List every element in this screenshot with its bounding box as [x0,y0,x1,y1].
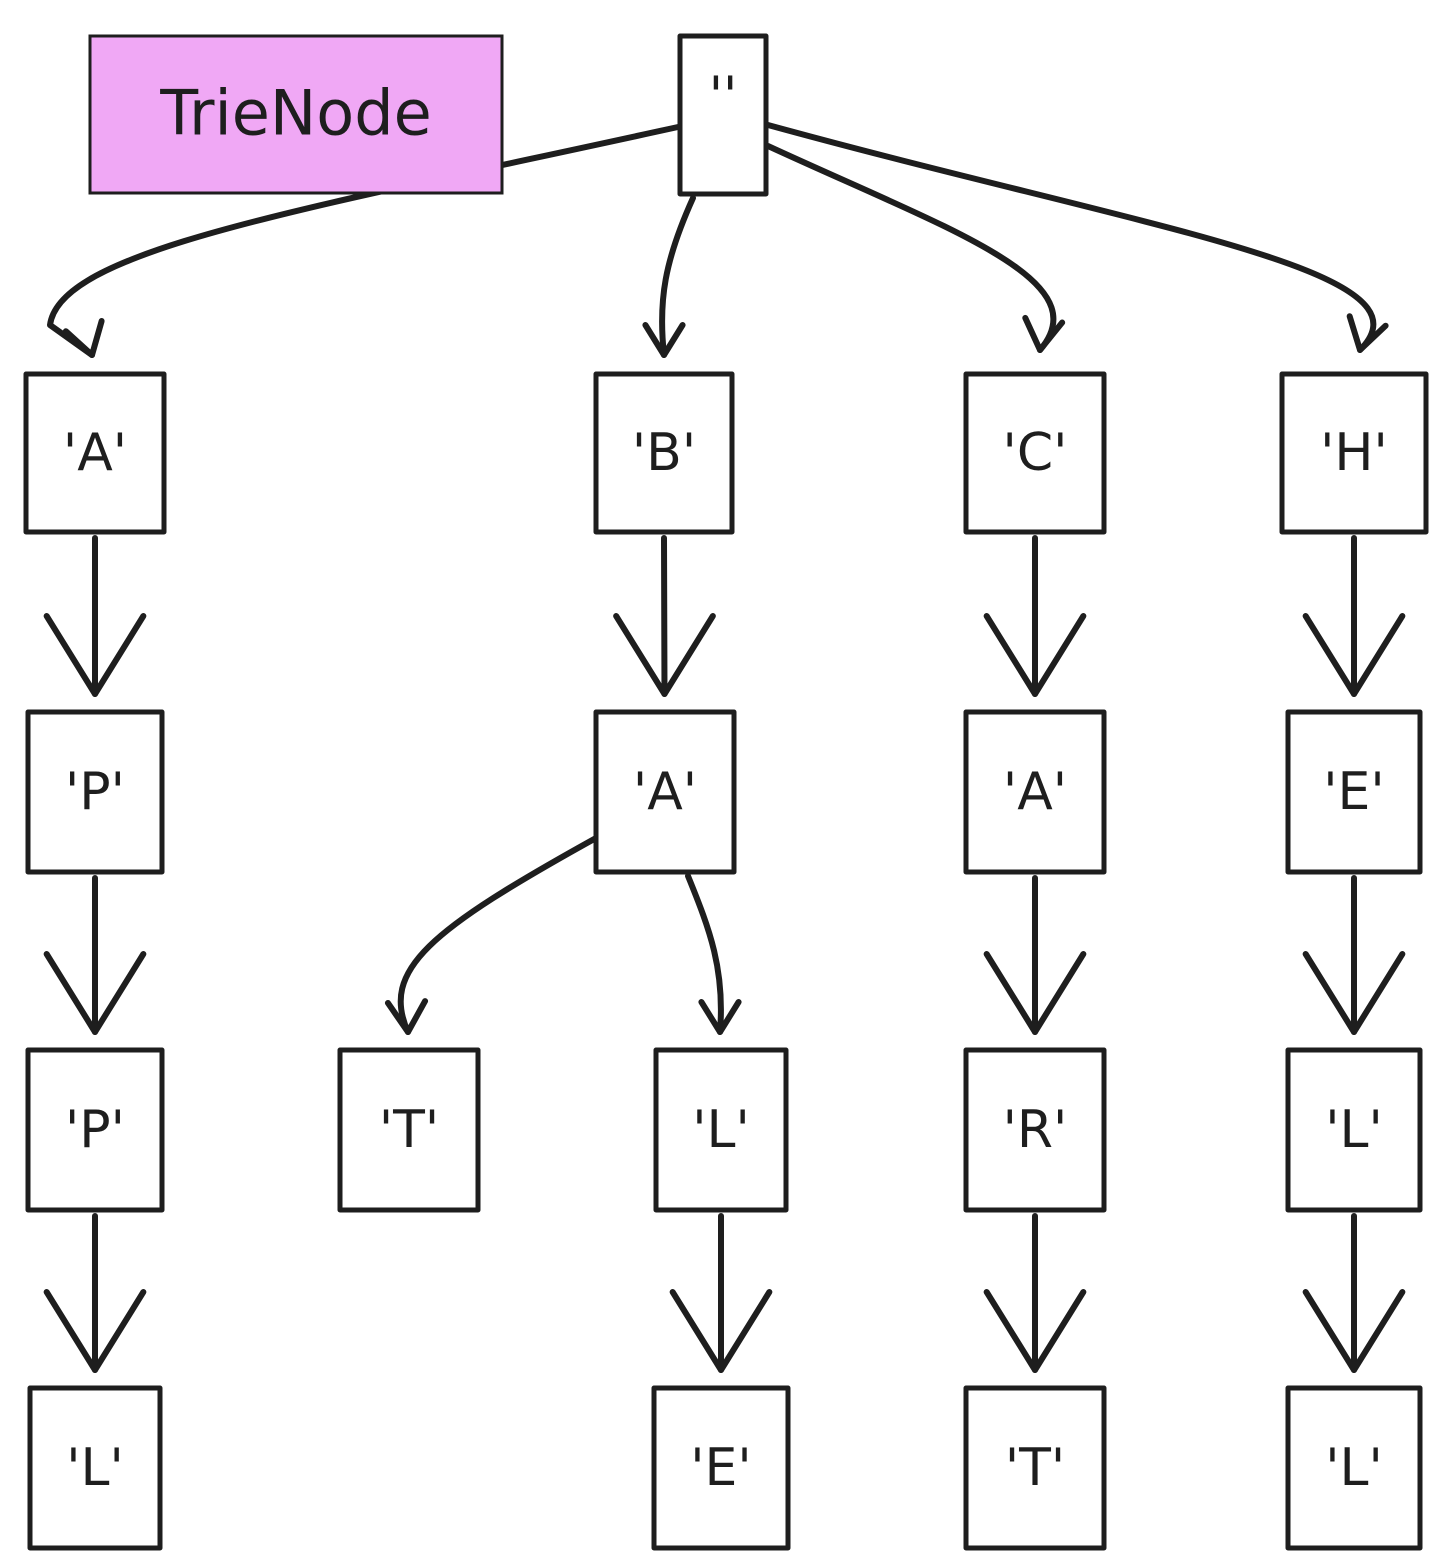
node-label: 'C' [1003,423,1068,483]
trie-node-l2: 'L' [1285,1047,1423,1213]
node-box [1285,709,1423,875]
node-box [337,1047,481,1213]
node-box [25,709,165,875]
node-box [1279,371,1429,535]
node-box [963,371,1107,535]
arrowhead-root-b1 [642,322,686,358]
node-label: 'T' [379,1100,439,1160]
edge-root-c1 [765,143,1057,353]
trie-node-root: '' [677,33,769,197]
arrowhead-l1-e2 [669,1289,773,1373]
node-label: 'L' [1325,1438,1383,1498]
trie-node-e1: 'E' [1285,709,1423,875]
node-box [1285,1047,1423,1213]
edge-root-a1 [47,124,681,358]
edges-layer [43,122,1406,1373]
trie-node-p1: 'P' [25,709,165,875]
trie-node-l4: 'L' [1285,1385,1423,1551]
node-label: 'P' [65,1100,125,1160]
node-label: 'A' [1003,762,1067,822]
arrowhead-root-h1 [1346,313,1389,353]
node-box [23,371,167,535]
node-label: 'B' [632,423,696,483]
trie-node-l1: 'L' [653,1047,789,1213]
node-box [963,1385,1107,1551]
node-label: 'T' [1005,1438,1065,1498]
node-box [1285,1385,1423,1551]
node-label: 'L' [66,1438,124,1498]
node-label: 'P' [65,762,125,822]
node-box [651,1385,791,1551]
node-label: 'H' [1320,423,1388,483]
trie-node-a2: 'A' [593,709,737,875]
arrowhead-p1-p2 [43,951,147,1035]
node-box [27,1385,163,1551]
trie-node-t1: 'T' [337,1047,481,1213]
arrowhead-root-c1 [1022,314,1066,353]
edge-root-h1 [765,122,1377,353]
node-box [653,1047,789,1213]
trie-node-a1: 'A' [23,371,167,535]
legend-label: TrieNode [159,77,431,150]
arrowhead-e1-l2 [1302,951,1406,1035]
trie-node-l3: 'L' [27,1385,163,1551]
node-box [963,1047,1107,1213]
arrowhead-a2-l1 [698,999,742,1035]
trie-node-e2: 'E' [651,1385,791,1551]
edge-b1-a2 [661,535,668,697]
arrowhead-p2-l3 [43,1289,147,1373]
node-label: 'A' [633,762,697,822]
arrowhead-h1-e1 [1302,613,1406,697]
node-label: 'A' [63,423,127,483]
arrowhead-l2-l4 [1302,1289,1406,1373]
edge-a2-l1 [685,873,724,1035]
node-box [677,33,769,197]
legend: TrieNode [88,34,504,195]
node-box [593,371,735,535]
trie-node-p2: 'P' [25,1047,165,1213]
trie-node-b1: 'B' [593,371,735,535]
arrowhead-a1-p1 [43,613,147,697]
trie-node-c1: 'C' [963,371,1107,535]
arrowhead-a2-t1 [384,998,429,1035]
arrowhead-root-a1 [62,318,105,358]
node-box [963,709,1107,875]
node-label: 'L' [1325,1100,1383,1160]
arrowhead-b1-a2 [613,613,716,697]
trie-node-t2: 'T' [963,1385,1107,1551]
node-box [25,1047,165,1213]
node-label: '' [709,66,738,126]
node-label: 'R' [1003,1100,1068,1160]
arrowhead-c1-a3 [983,613,1087,697]
node-label: 'E' [690,1438,751,1498]
node-label: 'E' [1323,762,1384,822]
node-label: 'L' [692,1100,750,1160]
trie-node-r1: 'R' [963,1047,1107,1213]
node-box [593,709,737,875]
edge-a2-t1 [397,835,599,1035]
legend-swatch [88,34,504,195]
nodes-layer: '' 'A' 'B' 'C' 'H' 'P' 'A' 'A' 'E' 'P' 'T' 'L' 'R' 'L… [23,33,1429,1551]
arrowhead-r1-t2 [983,1289,1087,1373]
arrowhead-a3-r1 [983,951,1087,1035]
trie-node-h1: 'H' [1279,371,1429,535]
edge-root-b1 [659,195,696,358]
trie-node-a3: 'A' [963,709,1107,875]
